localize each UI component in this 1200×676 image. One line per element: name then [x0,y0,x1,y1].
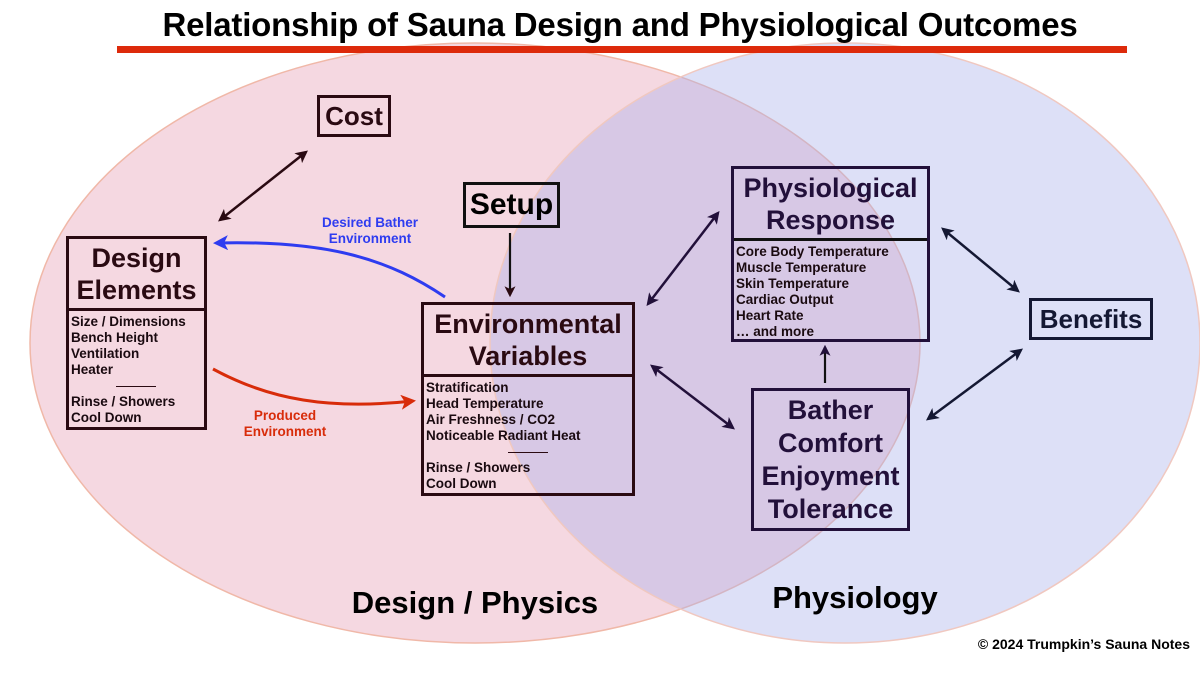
title-underline [117,46,1127,53]
cost-label: Cost [325,101,383,131]
produced-label-line2: Environment [243,424,327,439]
desired-label-line1: Desired Bather [321,215,419,230]
node-physiological-response: Physiological Response Core Body Tempera… [731,166,930,342]
arrow-physio-benefits [941,227,1020,293]
arrow-cost-design [218,150,308,222]
setup-label: Setup [469,188,554,221]
physiological-response-title-line1: Physiological [743,173,918,203]
list-item: Rinse / Showers [426,460,531,475]
environmental-variables-title-line2: Variables [468,341,588,371]
design-elements-title: Design Elements [69,239,204,308]
physiological-response-title: Physiological Response [734,169,927,238]
node-cost: Cost [317,95,391,137]
list-item: Heater [71,362,114,377]
produced-environment-label: Produced Environment [220,408,350,440]
list-item: Heart Rate [736,308,804,323]
list-item: Size / Dimensions [71,314,186,329]
desired-bather-environment-label: Desired Bather Environment [300,215,440,247]
benefits-label: Benefits [1039,304,1143,334]
list-item: Noticeable Radiant Heat [426,428,581,443]
list-item: Skin Temperature [736,276,850,291]
produced-label-line1: Produced [253,408,317,423]
node-bather-comfort: Bather Comfort Enjoyment Tolerance [751,388,910,531]
arrow-env-bather [650,364,735,430]
list-item: Stratification [426,380,509,395]
bather-comfort-line: Tolerance [767,494,894,524]
bather-comfort-line: Bather [787,395,874,425]
arrow-bather-benefits [925,348,1024,421]
list-item: Cardiac Output [736,292,834,307]
arrow-produced-environment [212,367,416,410]
desired-label-line2: Environment [328,231,412,246]
list-item: Cool Down [71,410,142,425]
list-item: … and more [736,324,815,339]
physiological-response-title-line2: Response [765,205,896,235]
design-elements-list: Size / Dimensions Bench Height Ventilati… [69,308,204,428]
physiological-response-list: Core Body Temperature Muscle Temperature… [734,238,927,342]
list-item: Head Temperature [426,396,544,411]
environmental-variables-title: Environmental Variables [424,305,632,374]
node-benefits: Benefits [1029,298,1153,340]
list-item: Rinse / Showers [71,394,176,409]
list-item: Ventilation [71,346,140,361]
list-item: Bench Height [71,330,159,345]
list-separator [71,378,201,394]
list-item: Core Body Temperature [736,244,889,259]
region-label-physiology: Physiology [772,580,938,615]
list-item: Air Freshness / CO2 [426,412,556,427]
list-separator [426,444,629,460]
node-environmental-variables: Environmental Variables Stratification H… [421,302,635,496]
page-title: Relationship of Sauna Design and Physiol… [162,6,1078,43]
list-item: Muscle Temperature [736,260,867,275]
right-circle-physiology [489,42,1200,644]
design-elements-title-line2: Elements [76,275,197,305]
design-elements-title-line1: Design [91,243,182,273]
bather-comfort-line: Comfort [778,428,883,458]
node-design-elements: Design Elements Size / Dimensions Bench … [66,236,207,430]
arrow-env-physio [646,211,720,306]
environmental-variables-title-line1: Environmental [434,309,622,339]
node-setup: Setup [463,182,560,228]
list-item: Cool Down [426,476,497,491]
bather-comfort-line: Enjoyment [761,461,900,491]
copyright-notice: © 2024 Trumpkin’s Sauna Notes [977,636,1190,652]
region-label-design-physics: Design / Physics [351,585,599,620]
arrow-desired-bather-environment [213,235,446,299]
environmental-variables-list: Stratification Head Temperature Air Fres… [424,374,632,494]
